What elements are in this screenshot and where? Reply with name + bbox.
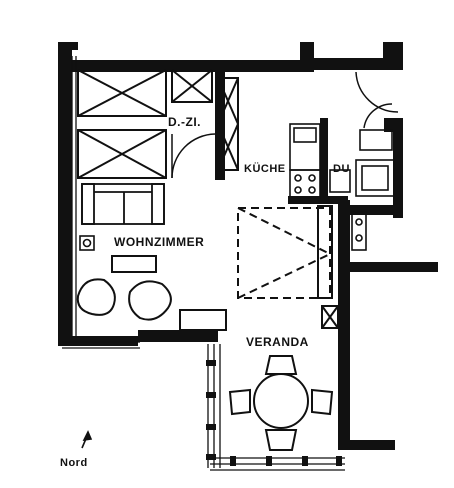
label-nord: Nord [60, 457, 88, 469]
shower-fixtures [351, 129, 395, 251]
veranda-table-set [228, 355, 334, 451]
veranda-railing [206, 360, 342, 466]
corner-stove [79, 235, 95, 251]
sofa-beds [77, 69, 213, 179]
window-lines [62, 56, 345, 471]
skylight-dashed [237, 207, 331, 299]
label-wohnzimmer: WOHNZIMMER [114, 235, 204, 249]
label-kueche: KÜCHE [244, 162, 286, 175]
sofa [81, 183, 165, 225]
door-swings [171, 71, 399, 179]
walls [58, 42, 438, 450]
cupboard [217, 77, 239, 171]
label-d-zi: D.-ZI. [168, 115, 201, 129]
label-du: DU [333, 163, 350, 175]
north-arrow-icon [81, 430, 93, 449]
pillar-box [317, 205, 339, 329]
living-furniture [76, 255, 227, 331]
label-veranda: VERANDA [246, 335, 309, 349]
kitchen-appliances [289, 123, 351, 199]
